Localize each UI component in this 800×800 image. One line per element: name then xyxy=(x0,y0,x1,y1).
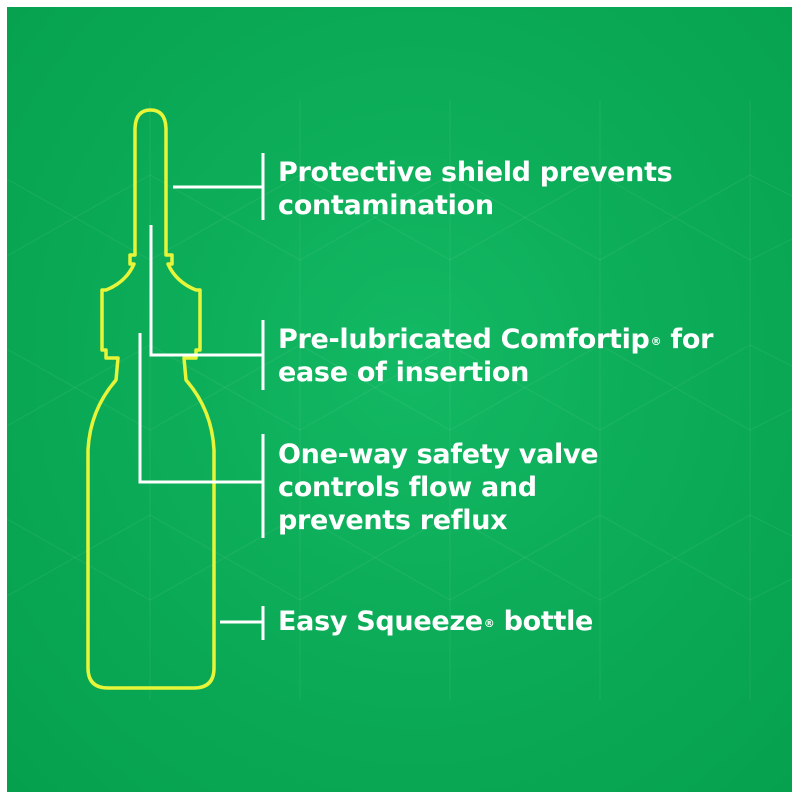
callout-line1: Pre-lubricated Comfortip® for xyxy=(278,323,713,356)
callout-text-valve: One-way safety valve controls flow and p… xyxy=(278,438,599,537)
callout-line-comfortip xyxy=(149,225,265,390)
callout-text-shield: Protective shield prevents contamination xyxy=(278,156,673,222)
registered-mark: ® xyxy=(483,617,495,630)
callout-line1: Protective shield prevents xyxy=(278,157,673,188)
callout-line1: One-way safety valve xyxy=(278,439,599,470)
callout-lines xyxy=(138,153,265,640)
callout-text-bottle: Easy Squeeze® bottle xyxy=(278,605,593,638)
bottle-outline-icon xyxy=(86,108,216,690)
callout-line2: ease of insertion xyxy=(278,357,530,388)
text-comfortip: Pre-lubricated Comfortip xyxy=(278,324,650,355)
registered-mark: ® xyxy=(650,335,662,348)
text-bottle: bottle xyxy=(494,606,594,637)
callout-line2: contamination xyxy=(278,190,494,221)
callout-line3: prevents reflux xyxy=(278,505,508,536)
callout-line-bottle xyxy=(220,606,265,640)
callout-text-comfortip: Pre-lubricated Comfortip® for ease of in… xyxy=(278,323,713,389)
callout-line-shield xyxy=(173,153,265,220)
callout-line1: Easy Squeeze® bottle xyxy=(278,605,593,638)
callout-line2: controls flow and xyxy=(278,472,537,503)
infographic-panel xyxy=(7,7,792,792)
text-easy-squeeze: Easy Squeeze xyxy=(278,606,483,637)
callout-line-valve xyxy=(138,333,265,538)
text-for: for xyxy=(661,324,714,355)
